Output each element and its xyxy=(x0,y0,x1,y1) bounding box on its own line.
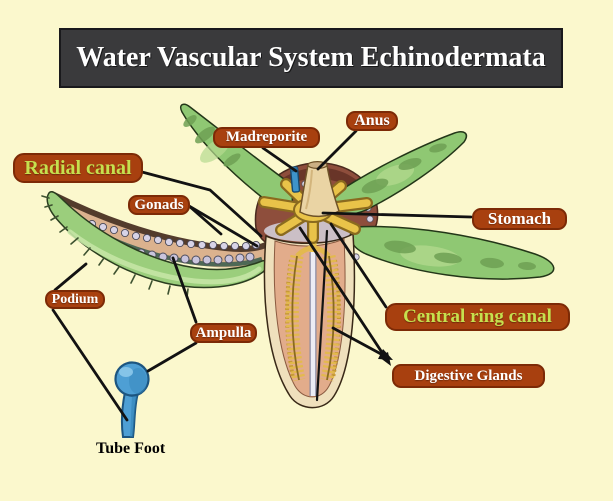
digestive-glands-drawing xyxy=(285,238,341,382)
digestive-glands-line-1 xyxy=(298,226,385,356)
label-radial-canal: Radial canal xyxy=(13,153,143,183)
ampulla-line-up xyxy=(171,256,198,324)
arm-upper-right xyxy=(328,131,468,215)
podia-spines xyxy=(41,195,189,298)
gonads-line-2 xyxy=(187,204,259,248)
arm-interior-line xyxy=(315,229,329,402)
left-arm-dissected xyxy=(41,190,271,298)
label-madreporite: Madreporite xyxy=(213,127,320,148)
central-ring-canal-line xyxy=(329,222,388,309)
label-stomach: Stomach xyxy=(472,208,567,230)
anus-line xyxy=(316,129,358,171)
page-title: Water Vascular System Echinodermata xyxy=(59,28,563,88)
podium-line-down xyxy=(51,308,129,422)
label-ampulla: Ampulla xyxy=(190,323,257,343)
label-digestive-glands: Digestive Glands xyxy=(392,364,545,388)
madreporite-line xyxy=(261,146,298,173)
stomach-line xyxy=(321,211,473,219)
label-central-ring-canal: Central ring canal xyxy=(385,303,570,331)
digestive-glands-line-2 xyxy=(331,326,383,356)
ampulla-line-down xyxy=(146,341,198,373)
label-anus: Anus xyxy=(346,111,398,131)
label-gonads: Gonads xyxy=(128,195,190,215)
podium-line-up xyxy=(53,262,88,292)
tube-foot-drawing xyxy=(114,361,150,438)
tube-foot-caption: Tube Foot xyxy=(96,440,166,457)
arrowhead-2 xyxy=(378,349,393,360)
arm-lower-right xyxy=(349,225,555,280)
label-podium: Podium xyxy=(45,290,105,309)
leader-lines xyxy=(51,129,473,422)
radial-canal-line xyxy=(140,170,263,238)
lower-arm-dissected xyxy=(263,232,356,409)
